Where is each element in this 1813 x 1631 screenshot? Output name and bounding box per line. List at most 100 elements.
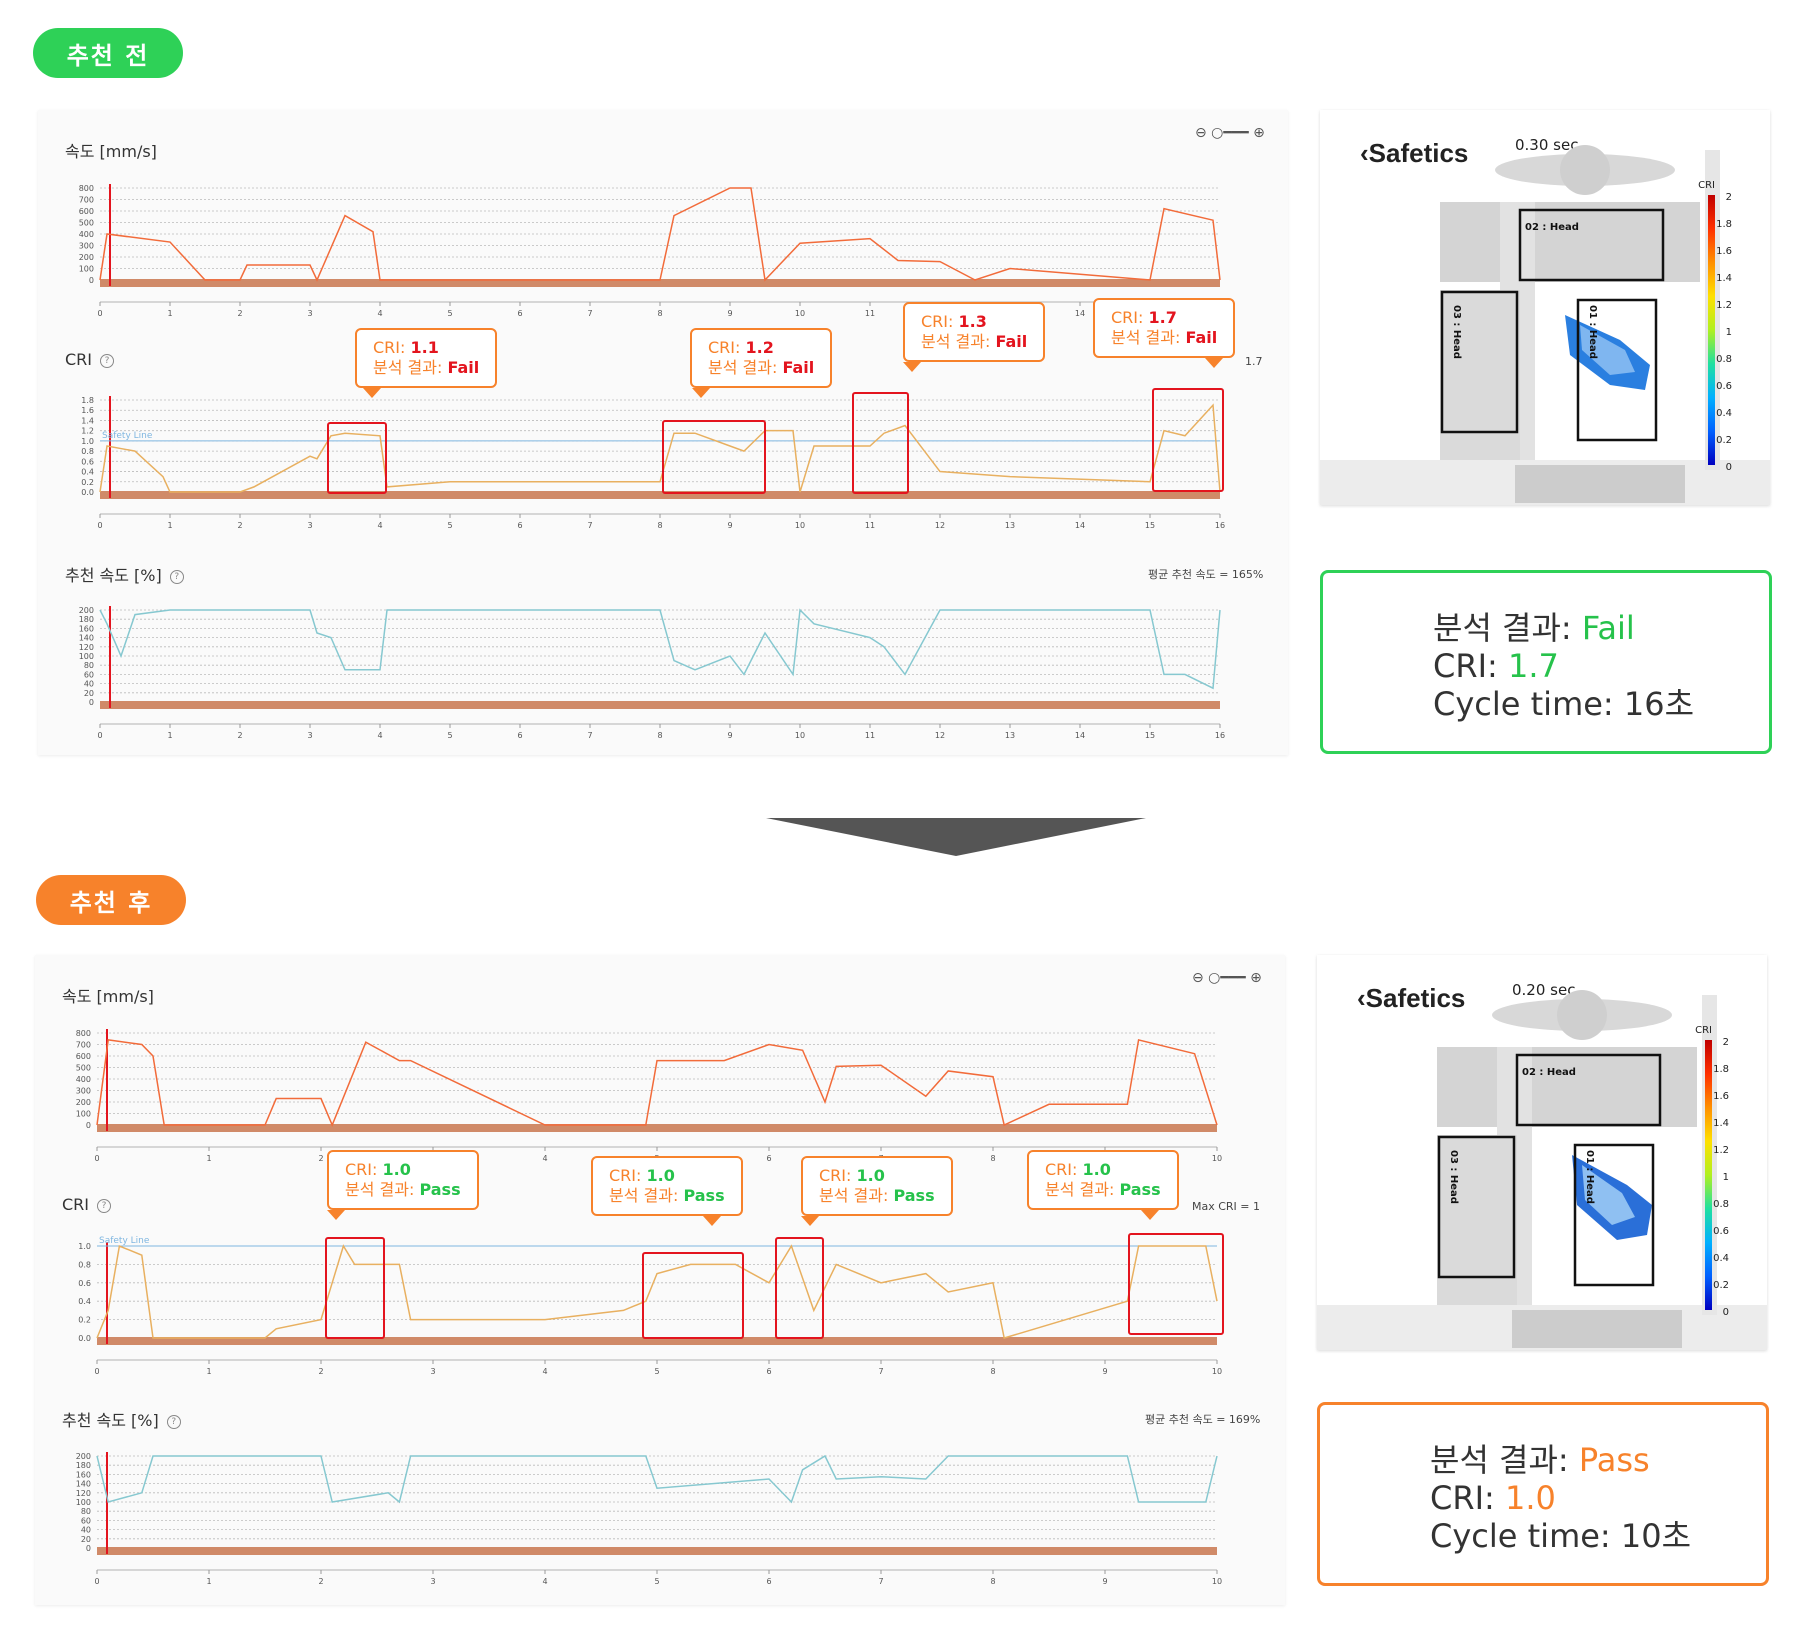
after-result-box: 분석 결과: Pass CRI: 1.0 Cycle time: 10초 xyxy=(1317,1402,1769,1586)
x-tick-label: 9 xyxy=(727,731,732,740)
y-tick-label: 300 xyxy=(76,1087,91,1096)
scale-tick-label: 1.8 xyxy=(1716,219,1732,230)
x-tick-label: 1 xyxy=(167,731,172,740)
x-tick-label: 2 xyxy=(237,521,242,530)
zoom-in-icon[interactable]: ⊕ xyxy=(1250,970,1262,986)
sim-time: 0.20 sec xyxy=(1512,981,1576,999)
help-icon[interactable]: ? xyxy=(169,569,184,584)
cri-color-scale xyxy=(1705,1040,1712,1310)
box-label: 01 : Head xyxy=(1587,305,1598,359)
chevron-left-icon: ‹ xyxy=(1360,138,1369,168)
y-tick-label: 100 xyxy=(76,1498,91,1507)
y-tick-label: 120 xyxy=(76,1489,91,1498)
help-icon[interactable]: ? xyxy=(97,1198,112,1213)
zoom-in-icon[interactable]: ⊕ xyxy=(1253,125,1265,141)
before-pill: 추천 전 xyxy=(33,28,183,78)
zoom-out-icon[interactable]: ⊖ xyxy=(1195,125,1207,141)
help-icon[interactable]: ? xyxy=(100,353,115,368)
x-tick-label: 9 xyxy=(727,309,732,318)
y-tick-label: 0.0 xyxy=(78,1334,91,1343)
x-tick-label: 3 xyxy=(307,521,312,530)
scale-tick-label: 0.8 xyxy=(1713,1199,1729,1210)
before-rec-note: 평균 추천 속도 = 165% xyxy=(1148,568,1264,581)
y-tick-label: 180 xyxy=(76,1461,91,1470)
before-callout: CRI: 1.2 분석 결과: Fail xyxy=(690,328,833,398)
y-tick-label: 300 xyxy=(79,242,94,251)
y-tick-label: 700 xyxy=(79,196,94,205)
y-tick-label: 80 xyxy=(81,1507,91,1516)
before-rec-title: 추천 속도 [%]? xyxy=(65,562,184,586)
y-tick-label: 140 xyxy=(79,634,94,643)
x-tick-label: 1 xyxy=(206,1154,211,1163)
y-tick-label: 100 xyxy=(79,652,94,661)
before-zoom-control[interactable]: ⊖ ○━━━ ⊕ xyxy=(1195,125,1265,141)
y-tick-label: 160 xyxy=(79,624,94,633)
safety-line-label: Safety Line xyxy=(99,1236,150,1246)
after-pill: 추천 후 xyxy=(36,875,186,925)
robot-scene xyxy=(1317,990,1767,1350)
cri-color-scale xyxy=(1708,195,1715,465)
x-tick-label: 8 xyxy=(990,1577,995,1586)
y-tick-label: 0.2 xyxy=(81,478,94,487)
x-tick-label: 7 xyxy=(587,309,592,318)
scale-tick-label: 0.6 xyxy=(1716,381,1732,392)
y-tick-label: 1.0 xyxy=(78,1242,91,1251)
y-tick-label: 0.8 xyxy=(81,447,94,456)
baseline-bar xyxy=(100,279,1220,287)
series-line xyxy=(96,1244,1218,1339)
y-tick-label: 100 xyxy=(76,1110,91,1119)
y-tick-label: 200 xyxy=(76,1452,91,1461)
result-line-1: 분석 결과: Fail xyxy=(1433,609,1635,647)
x-tick-label: 4 xyxy=(542,1154,547,1163)
after-zoom-control[interactable]: ⊖ ○━━━ ⊕ xyxy=(1192,970,1262,986)
x-tick-label: 10 xyxy=(795,731,805,740)
chevron-left-icon: ‹ xyxy=(1357,983,1366,1013)
scale-tick-label: 0.6 xyxy=(1713,1226,1729,1237)
y-tick-label: 700 xyxy=(76,1041,91,1050)
y-tick-label: 0.4 xyxy=(78,1297,91,1306)
before-highlight-box xyxy=(662,420,766,494)
x-tick-label: 0 xyxy=(94,1577,99,1586)
safety-line-label: Safety Line xyxy=(102,431,153,441)
x-tick-label: 7 xyxy=(878,1367,883,1376)
x-tick-label: 8 xyxy=(990,1367,995,1376)
x-tick-label: 10 xyxy=(1212,1577,1222,1586)
scale-title: CRI xyxy=(1695,1025,1712,1036)
x-tick-label: 6 xyxy=(517,309,522,318)
y-tick-label: 1.8 xyxy=(81,396,94,405)
y-tick-label: 0 xyxy=(86,1544,91,1553)
safetics-logo: ‹Safetics xyxy=(1357,983,1466,1013)
x-tick-label: 6 xyxy=(517,731,522,740)
series-line xyxy=(99,187,1221,282)
y-tick-label: 400 xyxy=(79,230,94,239)
box-label: 02 : Head xyxy=(1525,222,1579,233)
before-simulation-image: ‹Safetics 0.30 sec 02 : Head 03 : Head 0… xyxy=(1320,110,1770,505)
y-tick-label: 0.6 xyxy=(81,457,94,466)
y-tick-label: 0.6 xyxy=(78,1279,91,1288)
x-tick-label: 4 xyxy=(542,1367,547,1376)
series-line xyxy=(99,608,1221,690)
result-line-1: 분석 결과: Pass xyxy=(1430,1441,1650,1479)
scale-tick-label: 1.2 xyxy=(1716,300,1732,311)
after-callout: CRI: 1.0 분석 결과: Pass xyxy=(327,1150,479,1220)
x-tick-label: 10 xyxy=(1212,1367,1222,1376)
x-tick-label: 9 xyxy=(1102,1577,1107,1586)
x-tick-label: 2 xyxy=(237,309,242,318)
y-tick-label: 800 xyxy=(76,1029,91,1038)
x-tick-label: 6 xyxy=(766,1367,771,1376)
help-icon[interactable]: ? xyxy=(166,1414,181,1429)
y-tick-label: 140 xyxy=(76,1480,91,1489)
before-callout: CRI: 1.7 분석 결과: Fail xyxy=(1093,298,1236,368)
scale-tick-label: 1.2 xyxy=(1713,1145,1729,1156)
y-tick-label: 0 xyxy=(86,1121,91,1130)
series-line xyxy=(96,1454,1218,1504)
y-tick-label: 20 xyxy=(81,1535,91,1544)
scale-tick-label: 0.4 xyxy=(1716,408,1732,419)
zoom-out-icon[interactable]: ⊖ xyxy=(1192,970,1204,986)
x-tick-label: 11 xyxy=(865,309,875,318)
baseline-bar xyxy=(97,1337,1217,1345)
before-callout: CRI: 1.3 분석 결과: Fail xyxy=(903,302,1046,372)
y-tick-label: 40 xyxy=(84,680,94,689)
